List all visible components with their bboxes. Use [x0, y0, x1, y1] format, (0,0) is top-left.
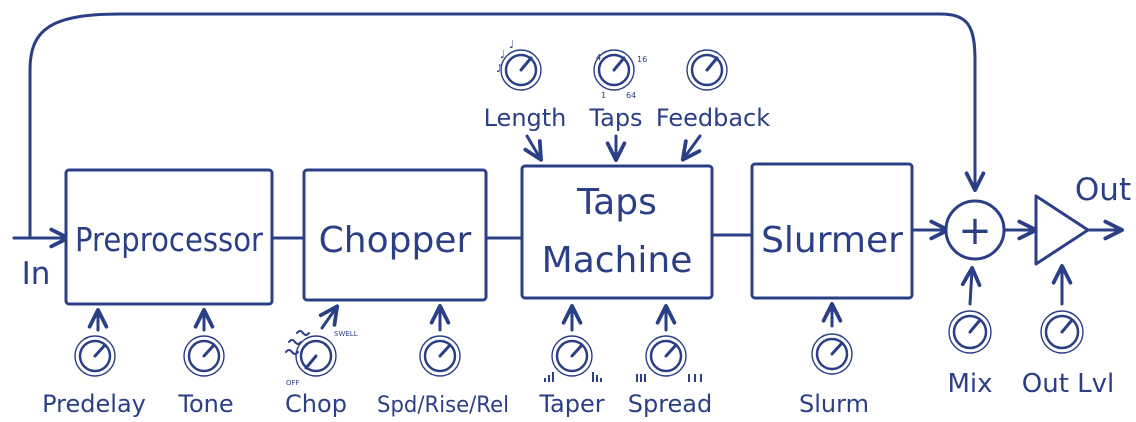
knob-feedback[interactable] [686, 49, 728, 91]
taper-scale-bars-icon [544, 372, 602, 382]
chopper-block: Chopper [302, 168, 488, 302]
knob-mix[interactable] [948, 310, 992, 354]
knob-out-lvl[interactable] [1040, 310, 1084, 354]
knob-taper[interactable] [544, 335, 602, 382]
chopper-label: Chopper [319, 220, 472, 261]
mixer-summing-node: + [944, 199, 1006, 261]
output-label: Out [1075, 172, 1131, 208]
taps-scale-max: 64 [626, 91, 636, 100]
knob-taps[interactable] [593, 49, 635, 91]
arrow-length-to-taps [523, 134, 543, 162]
note-symbol-icon: ♪ [496, 62, 503, 75]
slurmer-block: Slurmer [750, 162, 914, 300]
taps-machine-label-line1: Taps [576, 182, 657, 223]
knob-chop[interactable] [285, 330, 337, 377]
arrow-mix-to-mixer [960, 266, 982, 306]
slurmer-label: Slurmer [761, 220, 903, 261]
arrow-chop-to-chopper [318, 304, 340, 330]
chop-scale-swell: SWELL [334, 330, 358, 338]
knob-spd-rise-rel[interactable] [419, 335, 461, 377]
knob-spread-label: Spread [628, 390, 713, 418]
mixer-plus-symbol: + [958, 208, 992, 254]
taps-machine-label-line2: Machine [542, 240, 693, 281]
knob-mix-label: Mix [947, 369, 992, 399]
knob-out-lvl-label: Out Lvl [1022, 369, 1115, 399]
knob-slurm[interactable] [811, 333, 853, 375]
arrow-feedback-to-taps [680, 134, 702, 162]
input-label: In [22, 256, 51, 292]
knob-predelay[interactable] [74, 335, 116, 377]
knob-length[interactable]: ♩ ♩ ♪ [496, 38, 542, 91]
knob-spread[interactable] [636, 335, 702, 382]
knob-chop-label: Chop [285, 390, 347, 418]
knob-tone[interactable] [183, 335, 225, 377]
wave-scale-icon [296, 330, 310, 336]
knob-feedback-label: Feedback [656, 104, 770, 132]
preprocessor-block: Preprocessor [64, 168, 274, 306]
taps-scale-4: 4 [596, 53, 601, 62]
knob-length-label: Length [484, 104, 567, 132]
knob-spd-rise-rel-label: Spd/Rise/Rel [377, 393, 509, 418]
note-symbol-icon: ♩ [500, 48, 505, 61]
knob-slurm-label: Slurm [799, 390, 869, 418]
note-symbol-icon: ♩ [509, 38, 514, 51]
preprocessor-label: Preprocessor [75, 220, 263, 259]
spread-scale-bars-icon [636, 374, 702, 382]
taps-scale-min: 1 [601, 91, 606, 100]
dry-bypass-wire [28, 12, 986, 238]
taps-machine-block: Taps Machine [520, 164, 714, 300]
knob-predelay-label: Predelay [42, 390, 146, 418]
knob-taps-label: Taps [588, 104, 642, 132]
output-amp-triangle [1034, 194, 1090, 266]
wave-scale-icon [285, 349, 299, 355]
knob-taper-label: Taper [538, 390, 604, 418]
wave-scale-icon [288, 339, 302, 345]
chop-scale-off: OFF [286, 379, 300, 387]
taps-scale-16: 16 [637, 55, 647, 64]
knob-tone-label: Tone [177, 390, 233, 418]
